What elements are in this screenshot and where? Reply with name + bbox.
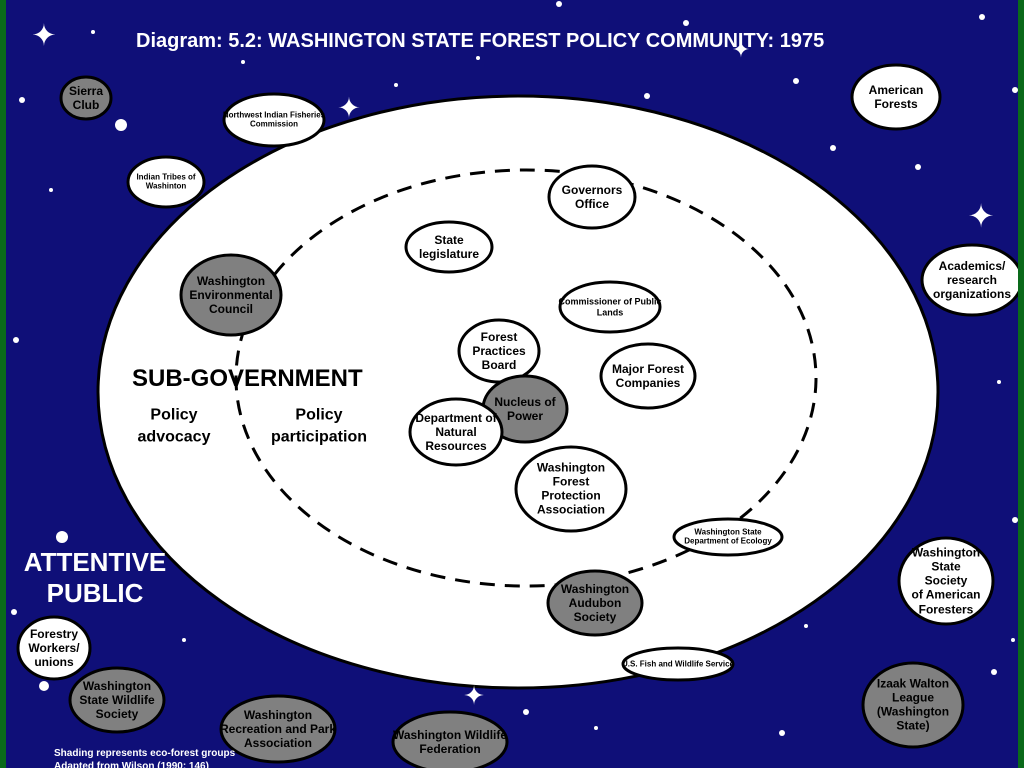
washington-forest-protection-association-node: [514, 445, 628, 533]
star-dot: [644, 93, 650, 99]
footnote: Shading represents eco-forest groups Ada…: [54, 748, 236, 768]
nucleus-dashed-boundary: [234, 168, 818, 588]
sub-government-label: SUB-GOVERNMENT: [132, 365, 363, 392]
washington-recreation-and-park-association-label: Washington Recreation and Park Associati…: [219, 707, 337, 751]
indian-tribes-node: [126, 155, 206, 209]
washington-forest-protection-association-label: Washington Forest Protection Association: [536, 460, 606, 518]
star-dot: [115, 119, 127, 131]
star-dot: [779, 730, 785, 736]
washington-environmental-council-node: [179, 253, 283, 337]
star-dot: [793, 78, 799, 84]
star-dot: [476, 56, 480, 60]
washington-state-department-of-ecology-node: [672, 517, 784, 557]
major-forest-companies-node: [599, 342, 697, 410]
star-dot: [1012, 87, 1018, 93]
sparkle-star-icon: ✦: [463, 680, 485, 711]
northwest-indian-fisheries-commission-node: [222, 92, 326, 148]
washington-state-society-of-american-foresters-label: Washington State Society of American For…: [911, 545, 981, 617]
washington-state-wildlife-society-node: [68, 666, 166, 734]
american-forests-node: [850, 63, 942, 131]
policy-advocacy-label: Policy advocacy: [137, 406, 211, 445]
nucleus-of-power-label: Nucleus of Power: [494, 394, 556, 423]
star-dot: [11, 609, 17, 615]
washington-environmental-council-label: Washington Environmental Council: [189, 273, 273, 317]
forest-practices-board-label: Forest Practices Board: [472, 329, 526, 373]
indian-tribes-label: Indian Tribes of Washinton: [136, 172, 196, 191]
washington-wildlife-federation-node: [391, 710, 509, 768]
forestry-workers-unions-label: Forestry Workers/ unions: [28, 626, 80, 670]
major-forest-companies-label: Major Forest Companies: [611, 361, 685, 390]
diagram-title: Diagram: 5.2: WASHINGTON STATE FOREST PO…: [136, 30, 825, 52]
sparkle-star-icon: ✦: [31, 19, 57, 53]
us-fish-and-wildlife-service-label: U.S. Fish and Wildlife Service: [622, 659, 734, 669]
governors-office-label: Governors Office: [561, 182, 623, 211]
academics-research-label: Academics/ research organizations: [932, 258, 1012, 302]
star-dot: [394, 83, 398, 87]
star-dot: [556, 1, 562, 7]
sierra-club-node: [59, 75, 113, 121]
sparkle-star-icon: ✦: [731, 37, 751, 62]
star-dot: [991, 669, 997, 675]
sparkle-star-icon: ✦: [967, 198, 995, 234]
star-dot: [830, 145, 836, 151]
star-dot: [91, 30, 95, 34]
state-legislature-node: [404, 220, 494, 274]
academics-research-node: [920, 243, 1018, 317]
star-dot: [683, 20, 689, 26]
state-legislature-label: State legislature: [418, 232, 480, 261]
star-dot: [523, 709, 529, 715]
sparkle-star-icon: ✦: [337, 92, 361, 124]
commissioner-of-public-lands-label: Commissioner of Public Lands: [558, 296, 662, 317]
star-dot: [13, 337, 19, 343]
diagram-shapes: [11, 1, 1018, 768]
star-dot: [804, 624, 808, 628]
forestry-workers-unions-node: [16, 615, 92, 681]
department-of-natural-resources-node: [408, 397, 504, 467]
sierra-club-label: Sierra Club: [68, 83, 104, 112]
attentive-public-label: ATTENTIVE PUBLIC: [23, 546, 167, 608]
star-dot: [997, 380, 1001, 384]
washington-audubon-society-node: [546, 569, 644, 637]
star-dot: [182, 638, 186, 642]
commissioner-of-public-lands-node: [558, 280, 662, 334]
washington-state-wildlife-society-label: Washington State Wildlife Society: [79, 678, 155, 722]
washington-recreation-and-park-association-node: [219, 694, 337, 764]
izaak-walton-league-node: [861, 661, 965, 749]
department-of-natural-resources-label: Department of Natural Resources: [415, 410, 497, 454]
star-dot: [39, 681, 49, 691]
star-dot: [1011, 638, 1015, 642]
star-dot: [49, 188, 53, 192]
washington-audubon-society-label: Washington Audubon Society: [560, 581, 630, 625]
star-dot: [1012, 517, 1018, 523]
washington-state-society-of-american-foresters-node: [897, 536, 995, 626]
us-fish-and-wildlife-service-node: [621, 646, 735, 682]
izaak-walton-league-label: Izaak Walton League (Washington State): [876, 676, 950, 734]
star-dot: [56, 531, 68, 543]
washington-wildlife-federation-label: Washington Wildlife Federation: [392, 727, 508, 756]
star-dot: [915, 164, 921, 170]
star-dot: [19, 97, 25, 103]
governors-office-node: [547, 164, 637, 230]
star-dot: [979, 14, 985, 20]
star-dot: [241, 60, 245, 64]
star-dot: [594, 726, 598, 730]
american-forests-label: American Forests: [868, 82, 924, 111]
washington-state-department-of-ecology-label: Washington State Department of Ecology: [684, 527, 772, 546]
northwest-indian-fisheries-commission-label: Northwest Indian Fisheries Commission: [222, 110, 326, 129]
policy-participation-label: Policy participation: [270, 406, 368, 445]
